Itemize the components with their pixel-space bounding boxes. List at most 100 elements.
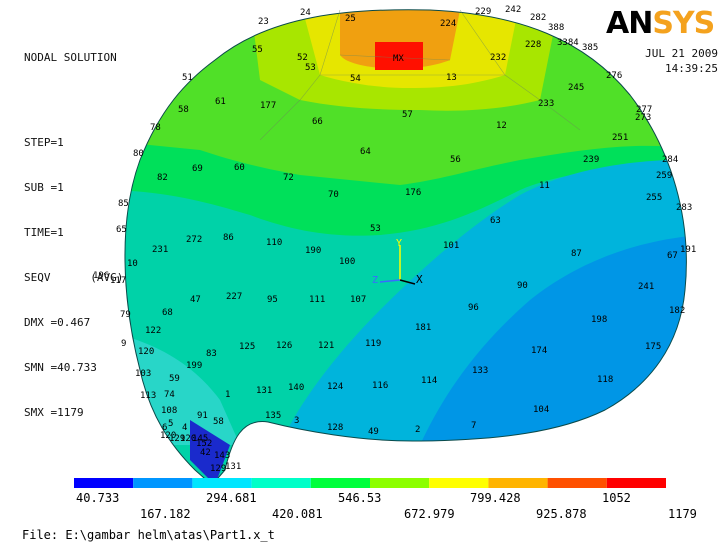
node-label: 86 [223, 233, 234, 243]
node-label: 10 [127, 259, 138, 269]
legend-top-label-1: 294.681 [206, 491, 257, 505]
node-label: 23 [258, 17, 269, 27]
node-label: 199 [186, 361, 202, 371]
smn-label: SMN =40.733 [24, 361, 97, 374]
node-label: 120 [160, 431, 176, 441]
node-label: 82 [157, 173, 168, 183]
node-label: 224 [440, 19, 456, 29]
node-label: 57 [402, 110, 413, 120]
node-label: 276 [606, 71, 622, 81]
dmx-label: DMX =0.467 [24, 316, 91, 329]
node-label: 241 [638, 282, 654, 292]
node-label: 61 [215, 97, 226, 107]
legend-swatch-8 [547, 478, 607, 488]
node-label: 129 [210, 464, 226, 474]
node-label: 152 [196, 439, 212, 449]
node-label: 1 [225, 390, 230, 400]
node-label: 7 [471, 421, 476, 431]
node-label: 4 [182, 423, 187, 433]
node-label: 72 [283, 173, 294, 183]
logo-part-2: SYS [652, 6, 715, 41]
node-label: 385 [582, 43, 598, 53]
node-label: 140 [288, 383, 304, 393]
node-label: 259 [656, 171, 672, 181]
node-label: 128 [327, 423, 343, 433]
node-label: 126 [276, 341, 292, 351]
node-label: 25 [345, 14, 356, 24]
node-label: 114 [421, 376, 437, 386]
node-label: 68 [162, 308, 173, 318]
node-label: 74 [164, 390, 175, 400]
node-label: 196 [93, 271, 109, 281]
legend-swatch-0 [74, 478, 134, 488]
node-label: 11 [539, 181, 550, 191]
time-label: TIME=1 [24, 226, 64, 239]
node-label: 191 [680, 245, 696, 255]
node-label: 277 [636, 105, 652, 115]
node-label: 125 [239, 342, 255, 352]
node-label: 120 [138, 347, 154, 357]
node-label: 284 [662, 155, 678, 165]
node-label: 129 [169, 434, 185, 444]
node-label: 55 [252, 45, 263, 55]
node-label: 181 [415, 323, 431, 333]
node-label: 104 [533, 405, 549, 415]
node-label: 91 [197, 411, 208, 421]
node-label: 65 [116, 225, 127, 235]
node-label: 251 [612, 133, 628, 143]
node-label: 133 [472, 366, 488, 376]
node-label: 124 [327, 382, 343, 392]
node-label: 103 [135, 369, 151, 379]
node-label: 174 [531, 346, 547, 356]
node-label: 24 [300, 8, 311, 18]
triad-y-label: Y [396, 238, 402, 249]
legend-bottom-label-2: 672.979 [404, 507, 455, 521]
solution-info: NODAL SOLUTION STEP=1 SUB =1 TIME=1 SEQV… [24, 20, 123, 450]
node-label: 108 [161, 406, 177, 416]
node-label: 145 [192, 434, 208, 444]
node-label: 118 [597, 375, 613, 385]
node-label: 388 [548, 23, 564, 33]
node-label: 56 [450, 155, 461, 165]
legend-top-label-2: 546.53 [338, 491, 382, 505]
legend-bottom-label-4: 1179 [668, 507, 697, 521]
node-label: 12 [496, 121, 507, 131]
node-label: 227 [226, 292, 242, 302]
node-label: 113 [140, 391, 156, 401]
node-label: 60 [234, 163, 245, 173]
node-label: 42 [200, 448, 211, 458]
file-path: File: E:\gambar helm\atas\Part1.x_t [22, 528, 275, 542]
logo-part-1: AN [606, 6, 653, 41]
node-label: 131 [256, 386, 272, 396]
node-label: 198 [591, 315, 607, 325]
legend-bottom-label-0: 167.182 [140, 507, 191, 521]
legend-swatch-4 [310, 478, 370, 488]
node-label: 131 [225, 462, 241, 472]
triad-z-label: Z [372, 275, 378, 286]
node-label: 58 [213, 417, 224, 427]
node-label: 135 [265, 411, 281, 421]
step-label: STEP=1 [24, 136, 64, 149]
seqv-label: SEQV (AVG) [24, 271, 124, 284]
node-label: 66 [312, 117, 323, 127]
node-label: 63 [490, 216, 501, 226]
node-label: 51 [182, 73, 193, 83]
smx-label: SMX =1179 [24, 406, 84, 419]
legend-top-label-0: 40.733 [76, 491, 120, 505]
node-label: 3 [294, 416, 299, 426]
node-label: 111 [309, 295, 325, 305]
node-label: 49 [368, 427, 379, 437]
node-label: 69 [192, 164, 203, 174]
sub-label: SUB =1 [24, 181, 64, 194]
legend-top-label-4: 1052 [602, 491, 631, 505]
node-label: 100 [339, 257, 355, 267]
node-label: 59 [169, 374, 180, 384]
node-label: 228 [525, 40, 541, 50]
node-label: 83 [206, 349, 217, 359]
node-label: 229 [475, 7, 491, 17]
node-label: 101 [443, 241, 459, 251]
node-label: 242 [505, 5, 521, 15]
legend-bottom-label-3: 925.878 [536, 507, 587, 521]
triad-x-label: X [416, 273, 423, 286]
